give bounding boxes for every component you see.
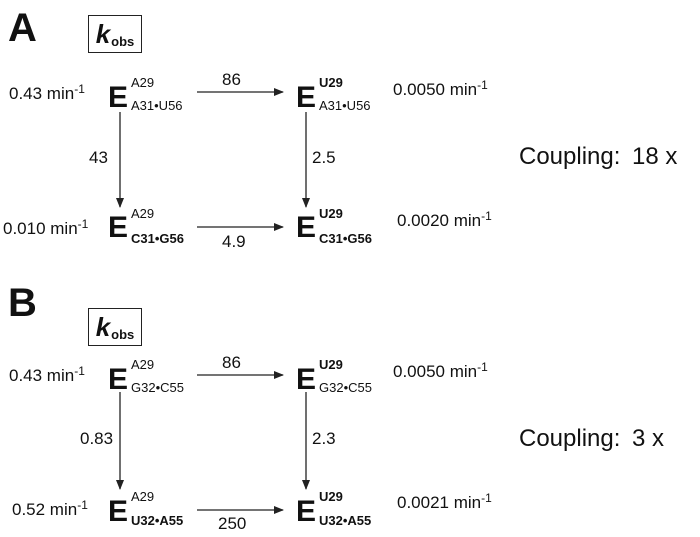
enzyme-subscript: U32•A55 (319, 513, 372, 528)
arrow-label-left: 43 (89, 148, 108, 167)
enzyme-subscript: A31•U56 (319, 98, 371, 113)
rate-exponent: -1 (481, 491, 492, 505)
rate-label: 0.43 min-1 (9, 82, 85, 104)
arrow-label-left: 0.83 (80, 429, 114, 448)
panel-letter: A (8, 6, 37, 50)
rate-label: 0.52 min-1 (12, 498, 88, 520)
rate-label: 0.0050 min-1 (393, 360, 488, 382)
enzyme-symbol: E (296, 363, 317, 396)
rate-value: 0.52 min (12, 500, 78, 519)
rate-value: 0.0021 min (397, 493, 482, 512)
enzyme-superscript: A29 (131, 489, 155, 504)
panel-letter: B (8, 281, 37, 325)
enzyme-subscript: U32•A55 (131, 513, 184, 528)
rate-label: 0.010 min-1 (3, 217, 89, 239)
enzyme-superscript: U29 (319, 489, 343, 504)
kobs-sub: obs (111, 326, 135, 342)
enzyme-subscript: C31•G56 (319, 231, 372, 246)
rate-value: 0.0050 min (393, 80, 478, 99)
enzyme-superscript: A29 (131, 206, 155, 221)
rate-exponent: -1 (77, 217, 89, 231)
rate-label: 0.43 min-1 (9, 364, 85, 386)
rate-label: 0.0020 min-1 (397, 209, 492, 231)
enzyme-subscript: C31•G56 (131, 231, 184, 246)
rate-exponent: -1 (74, 82, 85, 96)
enzyme-superscript: A29 (131, 75, 155, 90)
enzyme-symbol: E (108, 211, 129, 244)
enzyme-superscript: U29 (319, 357, 343, 372)
arrow-label-right: 2.5 (312, 148, 336, 167)
rate-exponent: -1 (477, 78, 488, 92)
arrow-label-bottom: 250 (218, 514, 247, 533)
arrow-label-bottom: 4.9 (222, 232, 246, 251)
rate-value: 0.010 min (3, 219, 78, 238)
coupling-label: Coupling: (519, 425, 621, 452)
enzyme-symbol: E (296, 211, 317, 244)
enzyme-symbol: E (296, 81, 317, 114)
rate-exponent: -1 (77, 498, 88, 512)
enzyme-subscript: A31•U56 (131, 98, 183, 113)
arrow-label-top: 86 (222, 353, 241, 372)
coupling-value: 18 x (632, 143, 678, 170)
enzyme-subscript: G32•C55 (131, 380, 184, 395)
rate-exponent: -1 (74, 364, 85, 378)
enzyme-symbol: E (108, 363, 129, 396)
rate-value: 0.0020 min (397, 211, 482, 230)
coupling-label: Coupling: (519, 143, 621, 170)
arrow-label-top: 86 (222, 70, 241, 89)
kobs-k: k (95, 311, 111, 342)
arrow-label-right: 2.3 (312, 429, 336, 448)
kobs-sub: obs (111, 33, 135, 49)
rate-label: 0.0050 min-1 (393, 78, 488, 100)
enzyme-superscript: U29 (319, 206, 343, 221)
enzyme-superscript: A29 (131, 357, 155, 372)
enzyme-symbol: E (108, 81, 129, 114)
rate-value: 0.43 min (9, 366, 75, 385)
rate-exponent: -1 (481, 209, 492, 223)
rate-value: 0.43 min (9, 84, 75, 103)
rate-value: 0.0050 min (393, 362, 478, 381)
kobs-k: k (95, 18, 111, 49)
coupling-value: 3 x (632, 425, 665, 452)
enzyme-subscript: G32•C55 (319, 380, 372, 395)
rate-label: 0.0021 min-1 (397, 491, 492, 513)
rate-exponent: -1 (477, 360, 488, 374)
enzyme-symbol: E (108, 495, 129, 528)
enzyme-superscript: U29 (319, 75, 343, 90)
enzyme-symbol: E (296, 495, 317, 528)
